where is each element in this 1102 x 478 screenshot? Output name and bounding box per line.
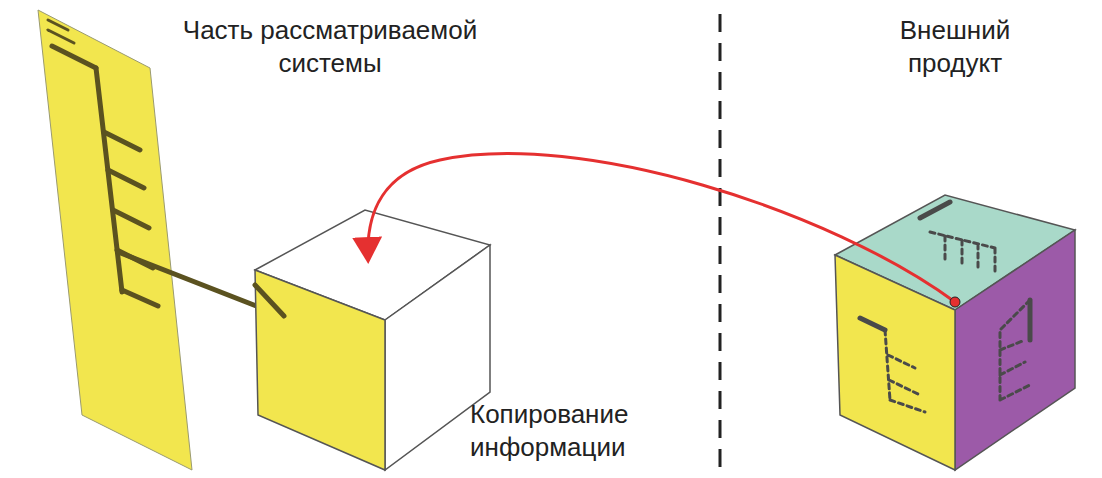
cube-tree-marks [860,202,1030,412]
tree-branch [122,290,158,306]
tree-mark [48,20,68,30]
tree-branch [1000,300,1030,400]
external-product-label: Внешний продукт [880,14,1030,79]
copy-arrow [368,154,955,302]
tree-branch [930,232,995,272]
cube-face [255,270,385,470]
tree-branch [108,170,144,188]
tree-stem [52,46,96,68]
tree-stem [860,318,885,330]
arrow-origin-dot [950,297,960,307]
tree-branch [104,132,140,150]
link-line [255,285,284,316]
copy-label: Копирование информации [470,398,670,463]
tree-branch [113,210,149,228]
tree-stem [96,68,122,292]
tree-mark [48,30,74,43]
cube-face [835,255,955,470]
tree-stem [1028,300,1033,340]
tree-stem [920,202,950,218]
cube-right [955,230,1075,470]
tree-branch [885,330,925,412]
system-part-label: Часть рассматриваемой системы [135,14,525,79]
boundary-line [719,14,722,470]
document-sheet [38,10,192,470]
